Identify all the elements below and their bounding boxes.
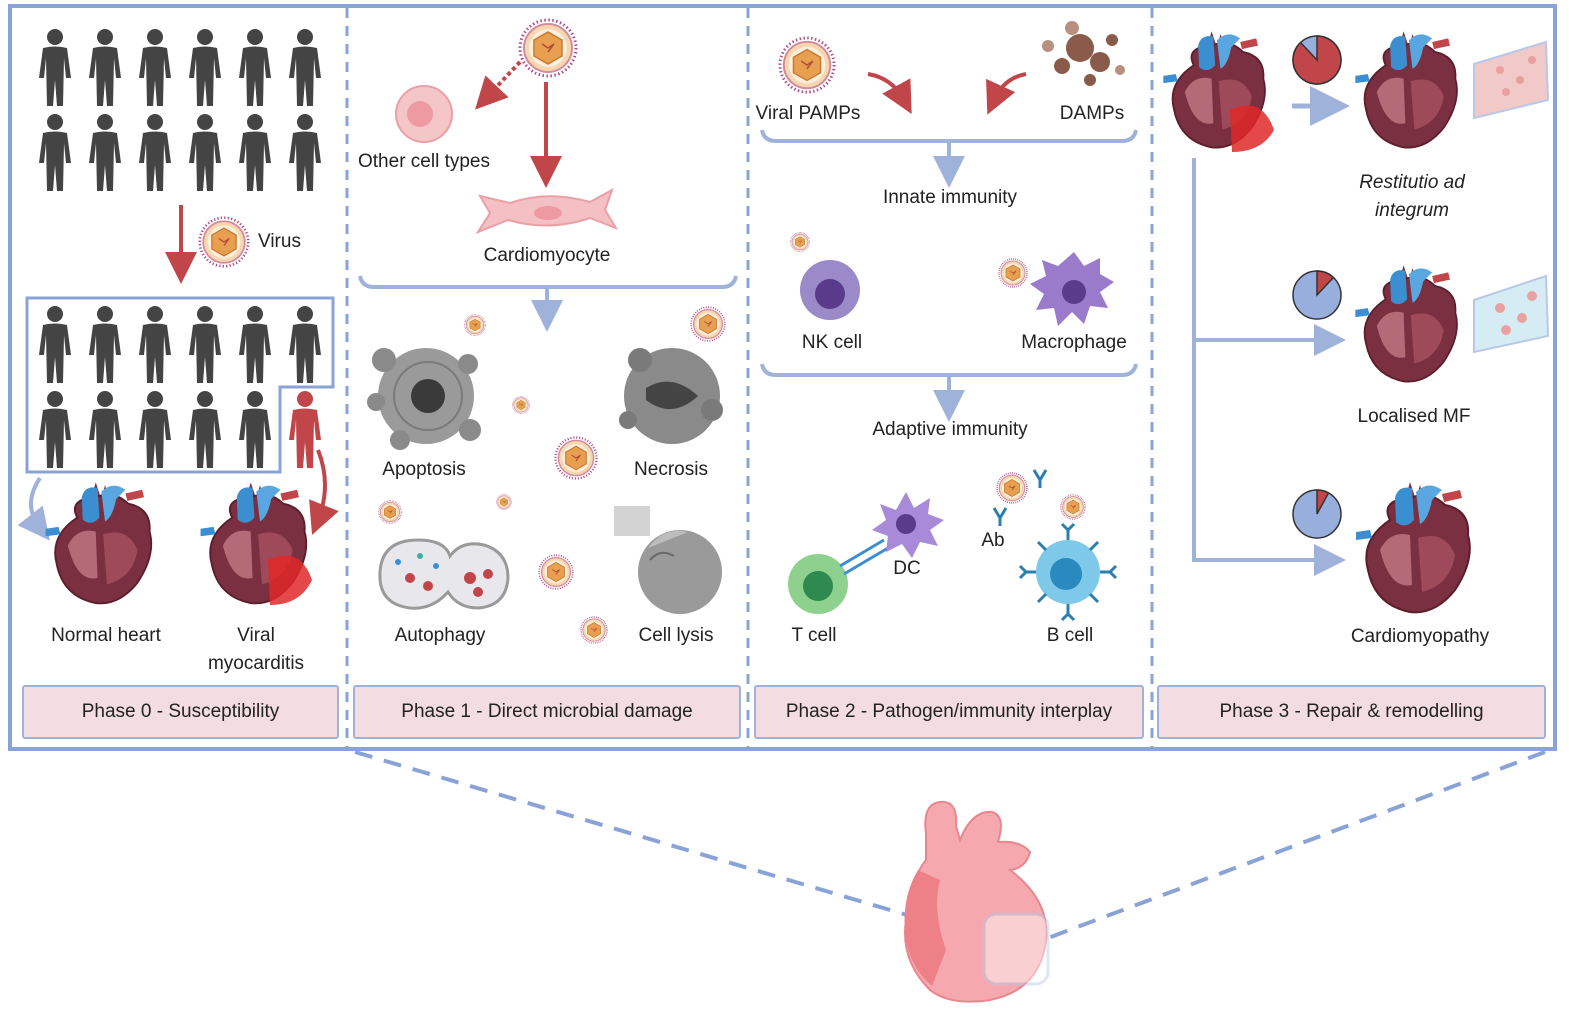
damps-arrow xyxy=(986,72,1027,115)
restitutio-label-line1: Restitutio ad xyxy=(1359,172,1465,193)
myocarditis-label-line2: myocarditis xyxy=(207,653,305,674)
nk-cell-icon xyxy=(800,260,860,320)
virus-icon xyxy=(778,36,836,94)
virus-icon xyxy=(554,436,598,480)
phase-2-box: Phase 2 - Pathogen/immunity interplay xyxy=(754,685,1144,739)
virus-icon xyxy=(998,258,1028,288)
overview-heart-icon xyxy=(904,800,1050,1003)
main-frame xyxy=(8,4,1557,751)
cell-lysis-label: Cell lysis xyxy=(638,625,714,646)
autophagy-label: Autophagy xyxy=(394,625,486,646)
cardiomyopathy-label: Cardiomyopathy xyxy=(1350,626,1490,647)
healthy-heart-icon xyxy=(1354,30,1458,149)
restitutio-label-line2: integrum xyxy=(1375,200,1449,221)
zoom-line-right xyxy=(1047,750,1546,940)
apoptosis-icon xyxy=(367,348,481,450)
pie-highlight-slice xyxy=(1316,270,1335,297)
susceptible-group-box xyxy=(25,296,335,474)
tcr-contact xyxy=(839,538,889,576)
cardiomyocyte-label: Cardiomyocyte xyxy=(483,245,611,266)
adaptive-immunity-label: Adaptive immunity xyxy=(872,419,1028,440)
pamps-label: Viral PAMPs xyxy=(755,103,861,124)
normal-arrow xyxy=(17,476,50,541)
virus-label: Virus xyxy=(258,231,301,252)
zoom-line-left xyxy=(354,750,986,940)
antibody-icon xyxy=(992,469,1048,526)
outcome-branch xyxy=(1192,158,1346,576)
to-other-cells-arrow xyxy=(475,60,522,110)
phase-0-title: Phase 0 - Susceptibility xyxy=(81,701,280,722)
inflamed-region xyxy=(1230,105,1274,152)
pie-highlight-slice xyxy=(1292,35,1342,85)
ab-label: Ab xyxy=(981,530,1005,551)
normal-heart-icon xyxy=(44,481,153,605)
pamps-arrow xyxy=(867,72,912,115)
population-top xyxy=(39,29,321,191)
macrophage-icon xyxy=(1030,252,1114,326)
affected-person-icon xyxy=(289,391,321,468)
cell-lysis-icon xyxy=(614,506,722,614)
pie-chart-localised xyxy=(1292,270,1342,320)
adaptive-bracket xyxy=(760,363,1138,377)
dc-label: DC xyxy=(893,558,921,579)
virus-icon xyxy=(1060,494,1086,520)
pie-highlight-slice xyxy=(1316,489,1330,515)
b-cell-icon xyxy=(1018,522,1118,622)
virus-icon xyxy=(996,472,1028,504)
virus-icon xyxy=(378,500,402,524)
pie-chart-cardiomyopathy xyxy=(1292,489,1342,539)
t-cell-icon xyxy=(788,554,848,614)
virus-icon xyxy=(538,554,574,590)
b-cell-label: B cell xyxy=(1046,625,1094,646)
localised-mf-label: Localised MF xyxy=(1357,406,1471,427)
virus-icon xyxy=(512,396,530,414)
phase-2-title: Phase 2 - Pathogen/immunity interplay xyxy=(785,701,1113,722)
tissue-zoom-healthy xyxy=(1473,40,1550,120)
normal-heart-label: Normal heart xyxy=(51,625,161,646)
virus-icon xyxy=(496,494,512,510)
cardiomyocyte-nucleus xyxy=(534,206,562,220)
cardiomyopathy-heart-icon xyxy=(1354,480,1471,614)
phase1-bracket xyxy=(358,275,738,289)
damps-label: DAMPs xyxy=(1059,103,1125,124)
autophagy-icon xyxy=(378,538,510,610)
macrophage-label: Macrophage xyxy=(1021,332,1127,353)
virus-icon xyxy=(464,314,486,336)
phase-0-box: Phase 0 - Susceptibility xyxy=(22,685,339,739)
dc-icon xyxy=(872,492,944,558)
necrosis-label: Necrosis xyxy=(634,459,708,480)
apoptosis-label: Apoptosis xyxy=(382,459,466,480)
virus-icon xyxy=(790,232,810,252)
phase-1-box: Phase 1 - Direct microbial damage xyxy=(353,685,741,739)
pie-chart-restitutio xyxy=(1292,35,1342,85)
innate-bracket xyxy=(760,129,1138,143)
innate-immunity-label: Innate immunity xyxy=(882,187,1018,208)
virus-icon xyxy=(580,616,608,644)
tissue-zoom-fibrosis xyxy=(1473,274,1550,354)
virus-icon xyxy=(198,216,250,268)
phase-1-title: Phase 1 - Direct microbial damage xyxy=(401,701,693,722)
nk-cell-label: NK cell xyxy=(801,332,863,353)
myocarditis-label-line1: Viral xyxy=(237,625,275,646)
phase-3-title: Phase 3 - Repair & remodelling xyxy=(1219,701,1484,722)
t-cell-label: T cell xyxy=(791,625,837,646)
necrosis-icon xyxy=(619,348,723,444)
inflamed-region xyxy=(268,555,312,605)
other-cells-label: Other cell types xyxy=(358,151,490,172)
virus-icon xyxy=(518,18,578,78)
myocarditis-arrow xyxy=(309,449,339,535)
other-cell-nucleus xyxy=(407,101,433,127)
phase-3-box: Phase 3 - Repair & remodelling xyxy=(1157,685,1546,739)
localised-mf-heart-icon xyxy=(1354,264,1458,383)
virus-icon xyxy=(690,306,726,342)
damps-icon xyxy=(1042,21,1125,86)
